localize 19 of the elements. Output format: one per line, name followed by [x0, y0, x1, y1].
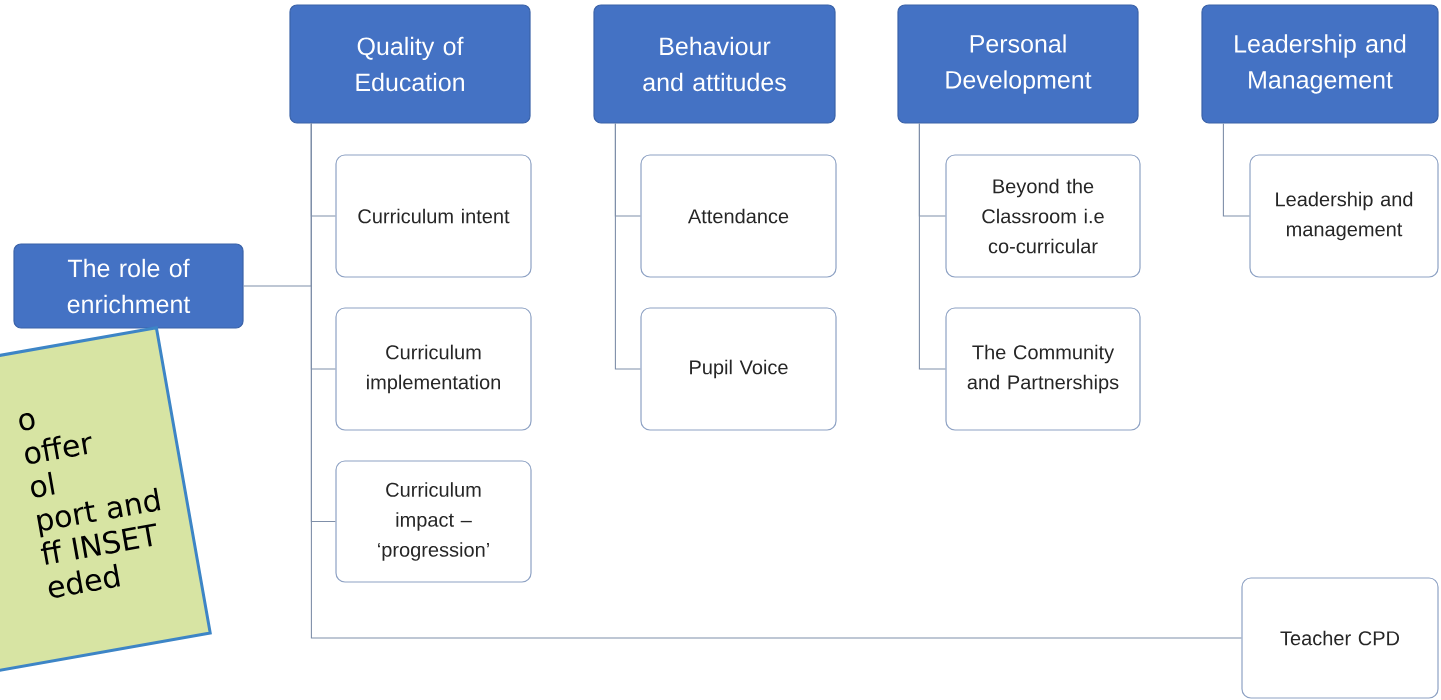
- item-box: The Community and Partnerships: [945, 307, 1141, 431]
- connector-line: [310, 123, 1242, 639]
- connector-line: [918, 123, 946, 370]
- item-box: Teacher CPD: [1241, 577, 1439, 699]
- category-box: Leadership and Management: [1201, 4, 1439, 124]
- item-box: Leadership and management: [1249, 154, 1439, 278]
- item-box: Pupil Voice: [640, 307, 837, 431]
- category-box: Personal Development: [897, 4, 1139, 124]
- item-box: Curriculum implementation: [335, 307, 532, 431]
- item-box: Attendance: [640, 154, 837, 278]
- topic-box: The role of enrichment: [13, 243, 244, 329]
- category-box: Quality of Education: [289, 4, 531, 124]
- connector-line: [1222, 123, 1250, 217]
- category-box: Behaviour and attitudes: [593, 4, 836, 124]
- connector-line: [614, 123, 641, 370]
- item-box: Beyond the Classroom i.e co-curricular: [945, 154, 1141, 278]
- item-box: Curriculum impact – ‘progression’: [335, 460, 532, 583]
- sticky-note: o offer ol port and ff INSET eded: [0, 326, 212, 674]
- item-box: Curriculum intent: [335, 154, 532, 278]
